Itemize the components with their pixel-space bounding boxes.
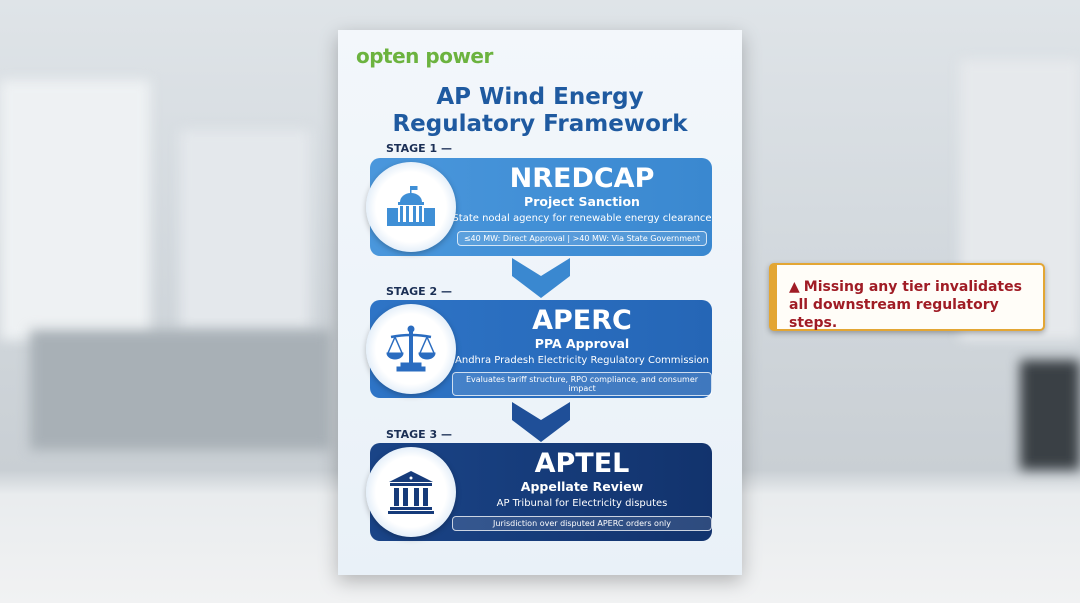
background-furniture <box>30 330 330 450</box>
stage-1-card: NREDCAP Project Sanction State nodal age… <box>366 158 712 256</box>
infographic-poster: opten power AP Wind Energy Regulatory Fr… <box>338 30 742 575</box>
brand-logo: opten power <box>356 44 493 68</box>
stage-3-card: APTEL Appellate Review AP Tribunal for E… <box>366 443 712 541</box>
stage-2-label: STAGE 2 — <box>386 285 452 298</box>
poster-title: AP Wind Energy Regulatory Framework <box>338 84 742 138</box>
stage-1-subtitle: Project Sanction <box>524 194 640 209</box>
stage-2-note: Evaluates tariff structure, RPO complian… <box>452 372 712 396</box>
background-window <box>180 130 310 330</box>
stage-3-description: AP Tribunal for Electricity disputes <box>496 498 668 509</box>
stage-2-card: APERC PPA Approval Andhra Pradesh Electr… <box>366 300 712 398</box>
stage-3-label: STAGE 3 — <box>386 428 452 441</box>
stage-1-description: State nodal agency for renewable energy … <box>452 213 712 224</box>
background-furniture <box>1020 360 1080 470</box>
stage-3-subtitle: Appellate Review <box>520 479 644 494</box>
warning-triangle-icon: ▲ <box>789 279 800 295</box>
title-line-2: Regulatory Framework <box>392 111 688 137</box>
warning-text: Missing any tier invalidates all downstr… <box>789 279 1022 331</box>
background-window <box>0 80 150 340</box>
courthouse-icon <box>366 447 456 537</box>
stage-1-label: STAGE 1 — <box>386 142 452 155</box>
warning-callout: ▲Missing any tier invalidates all downst… <box>769 263 1045 331</box>
stage-3-abbr: APTEL <box>534 448 630 479</box>
government-building-icon <box>366 162 456 252</box>
title-line-1: AP Wind Energy <box>436 84 644 110</box>
stage-2-abbr: APERC <box>532 305 632 336</box>
stage-1-note: ≤40 MW: Direct Approval | >40 MW: Via St… <box>456 231 708 246</box>
stage-2-subtitle: PPA Approval <box>534 336 630 351</box>
chevron-down-icon <box>512 258 570 298</box>
stage-1-abbr: NREDCAP <box>509 163 655 194</box>
stage-3-note: Jurisdiction over disputed APERC orders … <box>452 516 712 531</box>
scales-of-justice-icon <box>366 304 456 394</box>
stage-2-description: Andhra Pradesh Electricity Regulatory Co… <box>455 355 709 366</box>
chevron-down-icon <box>512 402 570 442</box>
